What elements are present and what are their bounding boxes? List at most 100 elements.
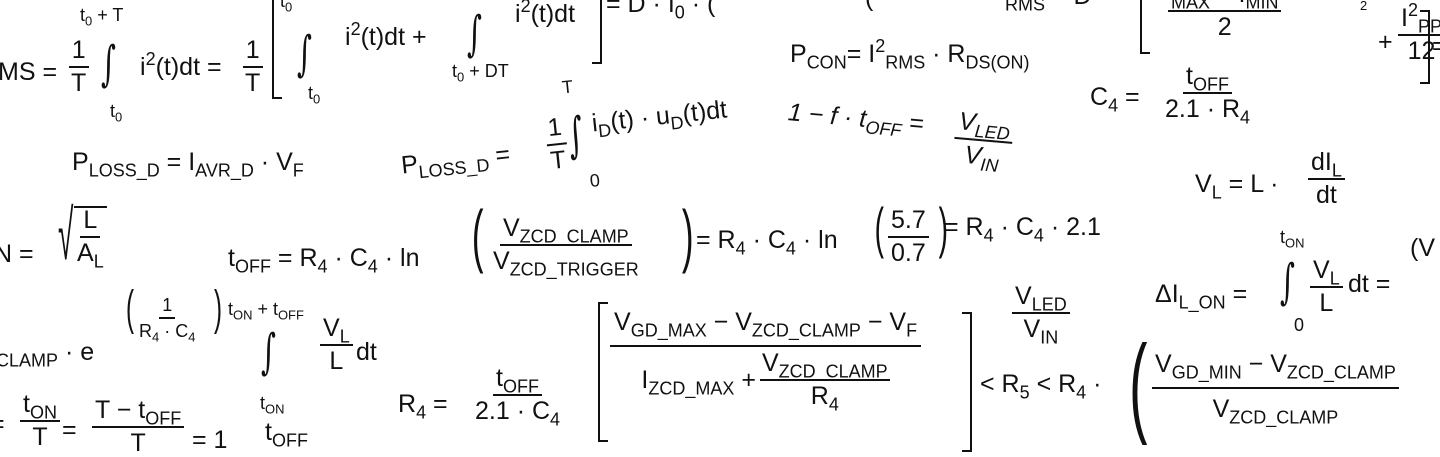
integral-upper-limit: t0 + T [80, 5, 124, 29]
formula-text: VL [320, 316, 353, 346]
ploss2-integrand: iD(t) · uD(t)dt [590, 95, 729, 142]
toff-lhs: tOFF = R4 · C4 · ln [228, 244, 420, 277]
integral-sign: ∫ [297, 26, 313, 82]
right-bracket [1420, 10, 1430, 84]
formula-text: VZCD_TRIGGER [493, 247, 639, 280]
lower-limit: 0 [1294, 315, 1305, 335]
formula-text: dt [1316, 181, 1337, 209]
r4-lhs: R4 = [398, 390, 448, 423]
formula-text: tOFF [1183, 64, 1232, 94]
formula-text: 1 [159, 296, 176, 319]
paren-left: ( [125, 282, 134, 335]
formula-text: VZCD_CLAMP [499, 216, 632, 246]
formula-text: 5.7 [888, 208, 929, 238]
formula-text: 12 [1407, 37, 1436, 65]
paren-left: ( [874, 196, 884, 259]
formula-text: MAX + IMIN [1168, 0, 1282, 12]
formula-text: tON [20, 392, 60, 422]
duty-tail: = 1 [192, 426, 228, 454]
formula-text: T [130, 429, 146, 457]
formula-text: 0.7 [891, 239, 926, 267]
formula-text: VGD_MAX − VZCD_CLAMP − VF [610, 310, 922, 347]
term1: i2(t)dt + [345, 19, 427, 51]
toff-label: tOFF [265, 418, 308, 451]
ploss2-lhs: PLOSS_D = [399, 140, 512, 183]
izcd-term: IZCD_MAX + [641, 365, 756, 398]
imax-imin-fraction: MAX + IMIN2 [1168, 0, 1282, 40]
r5-upper-bound-fraction: VGD_MAX − VZCD_CLAMP − VF IZCD_MAX + VZC… [610, 310, 922, 415]
formula-text: VIN [963, 140, 1000, 177]
formula-text: VLED [1012, 284, 1070, 314]
inner-upper-limit: t0 [280, 0, 293, 15]
toff-tail: = R4 · C4 · 2.1 [944, 213, 1101, 246]
upper-limit: tON [1280, 227, 1305, 251]
dt: dt [356, 338, 377, 366]
paren-right: ) [213, 282, 222, 335]
upper-limit: T [560, 76, 574, 98]
irms-top-lhs: RMS = D · [1005, 0, 1107, 15]
dt: dt = [1348, 270, 1391, 298]
formula-text: 2.1 · C4 [475, 397, 561, 430]
equals: = [62, 416, 77, 444]
ploss-equation: PLOSS_D = IAVR_D · VF [72, 148, 304, 181]
left-bracket [598, 302, 608, 442]
formula-text: T [71, 69, 87, 97]
integral-sign: ∫ [261, 324, 277, 380]
formula-text: 1 [242, 38, 263, 68]
formula-text: 2.1 · R4 [1165, 95, 1251, 128]
upper-limit: tON + tOFF [228, 299, 304, 323]
left-bracket [272, 0, 282, 99]
formula-text: R4 · C4 [139, 321, 196, 345]
right-bracket [962, 312, 972, 452]
paren-left: ( [471, 196, 484, 274]
formula-text: L [1319, 289, 1334, 317]
pcon-equation: PCON= I2RMS · RDS(ON) [790, 36, 1030, 73]
equals: = [1432, 32, 1440, 60]
formula-text: VZCD_CLAMP [1212, 395, 1339, 428]
r5-lower-bound-fraction: VGD_MIN − VZCD_CLAMP VZCD_CLAMP [1152, 352, 1399, 428]
formula-text: 1 [543, 113, 567, 147]
lower-limit: tON [260, 393, 285, 417]
formula-text: VZCD_CLAMP [759, 349, 890, 382]
formula-text: VLED [954, 107, 1015, 144]
integral-sign: ∫ [1280, 254, 1296, 310]
squared: 2 [1360, 0, 1368, 13]
di-lhs: ΔIL_ON = [1155, 280, 1248, 313]
formula-text: T [32, 423, 48, 451]
c4-lhs: C4 = [1090, 83, 1140, 116]
formula-text: L [80, 208, 101, 238]
formula-text: VGD_MIN − VZCD_CLAMP [1152, 352, 1399, 389]
formula-text: T − tOFF [92, 398, 185, 428]
n-lhs: N = [0, 240, 34, 268]
integral-sign: ∫ [565, 106, 586, 164]
inner-lower-limit: t0 [308, 83, 321, 107]
formula-text: T [549, 145, 568, 176]
formula-text: L [329, 347, 344, 375]
toff-mid: = R4 · C4 · ln [696, 226, 838, 259]
formula-text: 1 [68, 38, 89, 68]
formula-text: R4 [810, 382, 839, 415]
vl-lhs: VL = L · [1195, 170, 1279, 203]
integral-sign: ∫ [467, 6, 483, 62]
formula-text: AL [77, 239, 104, 272]
clamp-e: CLAMP · e [0, 338, 95, 371]
integral-sign: ∫ [101, 36, 117, 92]
right-bracket [592, 0, 602, 64]
di-tail: (V [1410, 234, 1435, 262]
sqrt-icon: √ [58, 196, 74, 274]
formula-text: T [245, 69, 261, 97]
